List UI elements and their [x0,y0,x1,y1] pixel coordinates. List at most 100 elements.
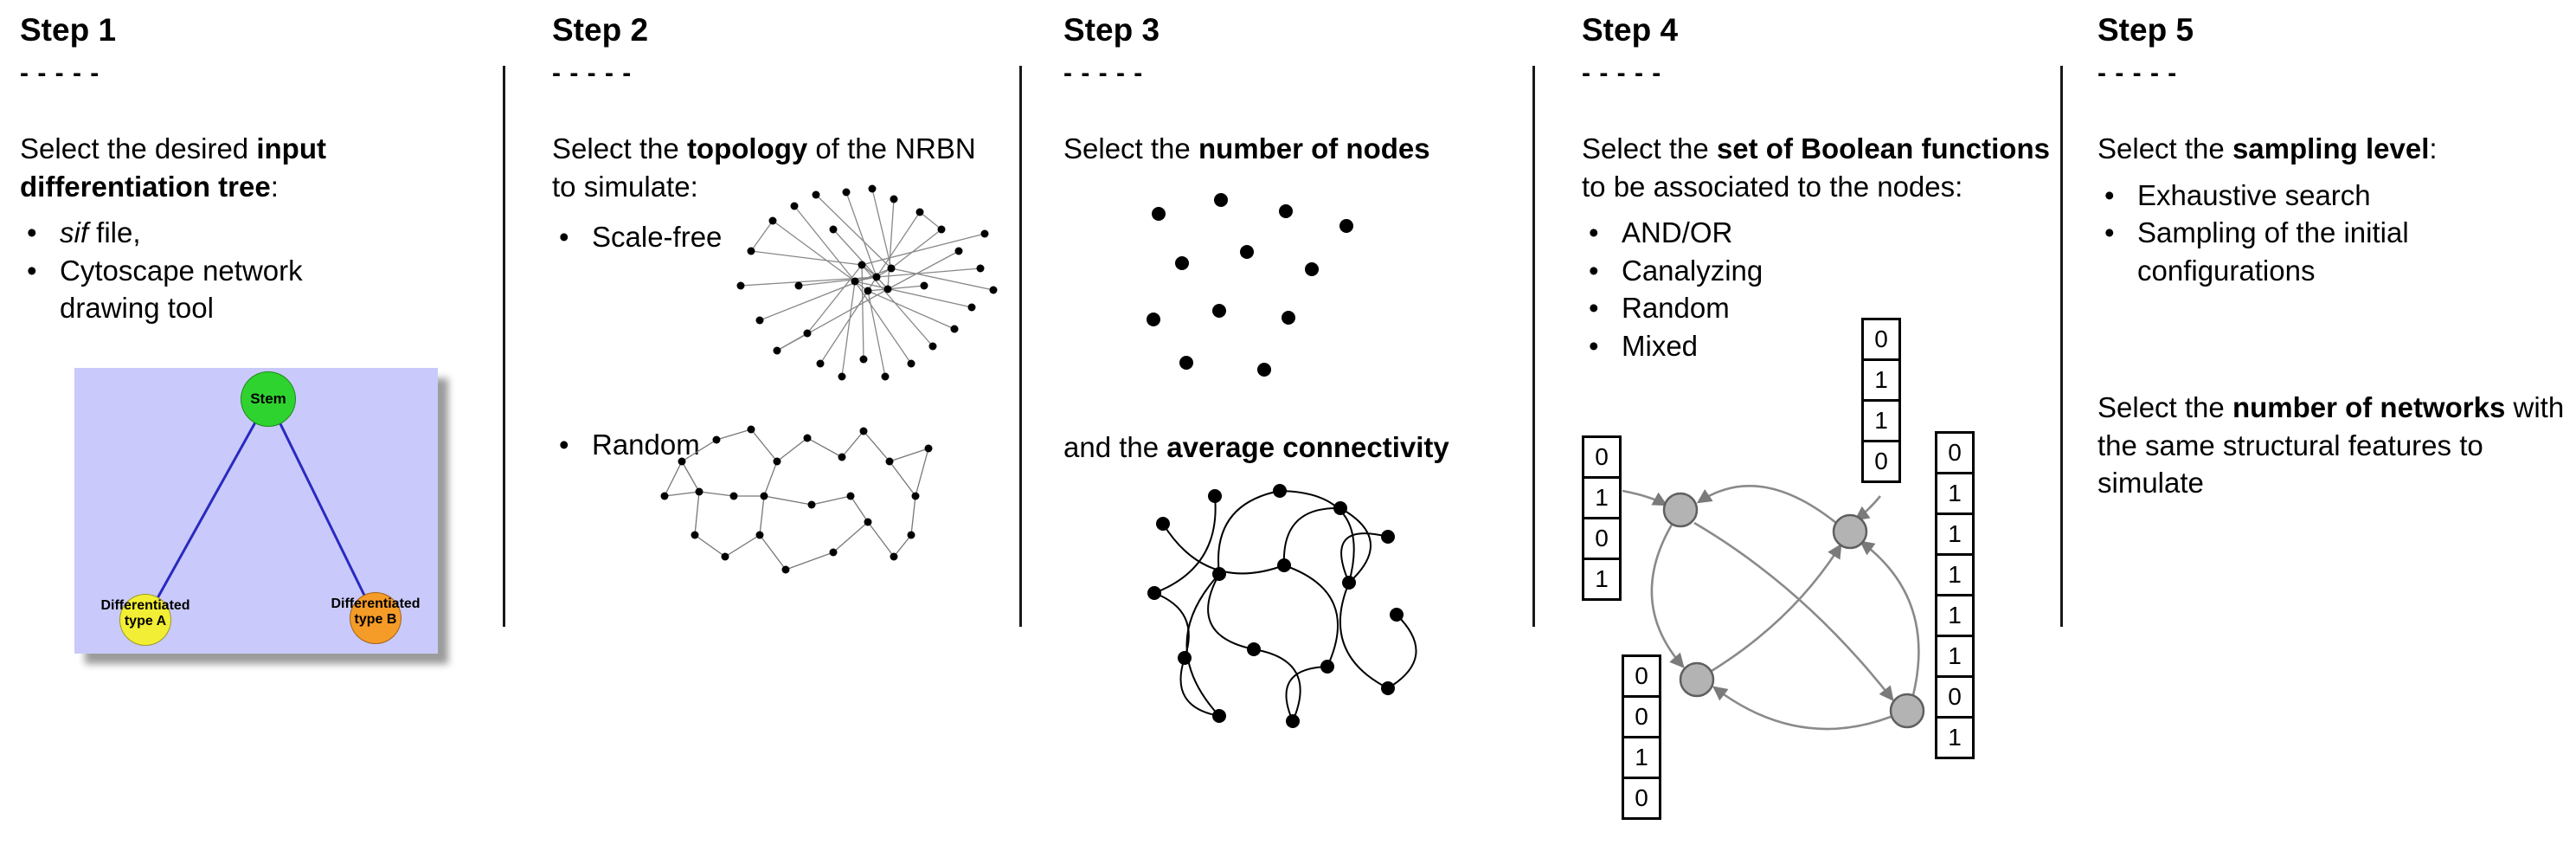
step-1-intro-text: Select the desired [20,132,257,164]
truth-table-cell: 1 [1861,399,1901,442]
nodes-dots-illustration [1147,193,1353,377]
truth-table-cell: 1 [1582,558,1622,601]
step-5-intro-bold: sampling level [2232,132,2430,164]
stem-node-label: Stem [250,390,286,407]
step-1-intro-colon: : [270,170,279,203]
truth-table-cell: 0 [1582,517,1622,560]
differentiated-type-a-node [119,594,171,646]
bullet-mixed: • Mixed [1582,327,2053,365]
truth-table-cell: 1 [1582,476,1622,519]
bullet-sampling-configurations: • Sampling of the initial configurations [2097,214,2565,289]
step-2-intro-text: Select the [552,132,687,164]
truth-table-cell: 1 [1935,635,1975,678]
step-2-dashes: - - - - - [552,59,633,87]
step-3-line2-bold: average connectivity [1166,431,1449,463]
truth-table-cell: 0 [1935,675,1975,719]
step-5-intro: Select the sampling level: [2097,130,2565,168]
bullet-marker: • [559,429,569,461]
bullet-scale-free-text: Scale-free [592,221,723,253]
step-4-intro-bold: set of Boolean functions [1716,132,2050,164]
column-divider-4 [2060,66,2063,627]
bullet-sif-file: • sif file, [20,214,494,252]
step-3-title: Step 3 [1063,12,1160,48]
step-5-dashes: - - - - - [2097,59,2178,87]
truth-table-cell: 1 [1935,553,1975,596]
step-3-line1-bold: number of nodes [1198,132,1430,164]
bullet-marker: • [1589,216,1599,249]
step-1-dashes: - - - - - [20,59,100,87]
step-1-column: Step 1 - - - - - Select the desired inpu… [20,0,494,851]
bullet-marker: • [559,221,569,253]
column-divider-2 [1019,66,1022,627]
bullet-marker: • [1589,292,1599,325]
step-3-line2-text: and the [1063,431,1167,463]
truth-table-cell: 1 [1861,358,1901,402]
truth-table-cell: 0 [1935,431,1975,474]
step-4-bullet-list: • AND/OR • Canalyzing • Random • Mixed [1582,214,2053,364]
tree-edges [144,398,377,621]
bullet-marker: • [1589,329,1599,362]
bullet-marker: • [2104,178,2115,211]
truth-table-cell: 0 [1622,777,1661,820]
bullet-marker: • [27,216,37,249]
bullet-cytoscape: • Cytoscape network drawing tool [20,252,494,327]
differentiated-type-b-node [350,592,401,644]
column-divider-1 [503,66,505,627]
type-b-label-line1: Differentiated [331,596,421,611]
step-5-networks-rest: with the same structural features to sim… [2097,391,2565,500]
step-5-bullet-list: • Exhaustive search • Sampling of the in… [2097,177,2565,290]
step-4-column: Step 4 - - - - - Select the set of Boole… [1582,0,2053,851]
bullet-exhaustive-search-text: Exhaustive search [2137,178,2371,211]
step-5-networks-bold: number of networks [2232,391,2506,424]
step-5-networks-paragraph: Select the number of networks with the s… [2097,389,2565,502]
truth-table-cell: 0 [1582,435,1622,479]
step-2-intro: Select the topology of the NRBN to simul… [552,130,1006,205]
step-2-intro-bold: topology [686,132,808,164]
stem-node: Stem [241,371,296,427]
step-1-bullet-list: • sif file, • Cytoscape network drawing … [20,214,494,327]
truth-table-cell: 0 [1622,695,1661,738]
bullet-marker: • [1589,254,1599,287]
step-3-dashes: - - - - - [1063,59,1144,87]
step-1-intro: Select the desired input differentiation… [20,130,494,205]
gene-node [1679,661,1715,698]
bullet-random-text: Random [592,429,700,461]
bullet-sampling-configurations-text: Sampling of the initial configurations [2137,216,2409,287]
step-2-intro-rest: of the NRBN to simulate: [552,132,976,203]
truth-table-cell: 1 [1935,716,1975,759]
bullet-sif-file-text: sif file, [60,214,141,252]
boolean-network-illustration [1622,485,1925,731]
gene-node [1832,513,1868,550]
scale-free-network-illustration [736,184,998,381]
step-3-column: Step 3 - - - - - Select the number of no… [1063,0,1526,851]
truth-table-cell: 1 [1935,513,1975,556]
connectivity-graph-illustration [1147,484,1417,728]
bullet-canalyzing: • Canalyzing [1582,252,2053,290]
column-divider-3 [1532,66,1535,627]
step-4-intro-text: Select the [1582,132,1717,164]
bullet-marker: • [27,254,37,287]
sif-italic: sif [60,216,88,249]
bullet-and-or: • AND/OR [1582,214,2053,252]
truth-table-cell: 0 [1861,440,1901,483]
step-3-line1: Select the number of nodes [1063,130,1526,168]
step-5-column: Step 5 - - - - - Select the sampling lev… [2097,0,2565,851]
step-4-intro-rest: to be associated to the nodes: [1582,170,1963,203]
truth-table-cell: 0 [1622,654,1661,698]
bullet-random-functions: • Random [1582,289,2053,327]
random-network-illustration [660,425,933,574]
gene-node [1662,492,1699,528]
bullet-canalyzing-text: Canalyzing [1622,254,1763,287]
step-5-intro-text: Select the [2097,132,2232,164]
step-5-networks-text: Select the [2097,391,2232,424]
step-3-line2: and the average connectivity [1063,429,1449,467]
truth-table-cell: 1 [1622,736,1661,779]
step-5-intro-colon: : [2429,132,2438,164]
type-a-label-line1: Differentiated [100,598,190,613]
